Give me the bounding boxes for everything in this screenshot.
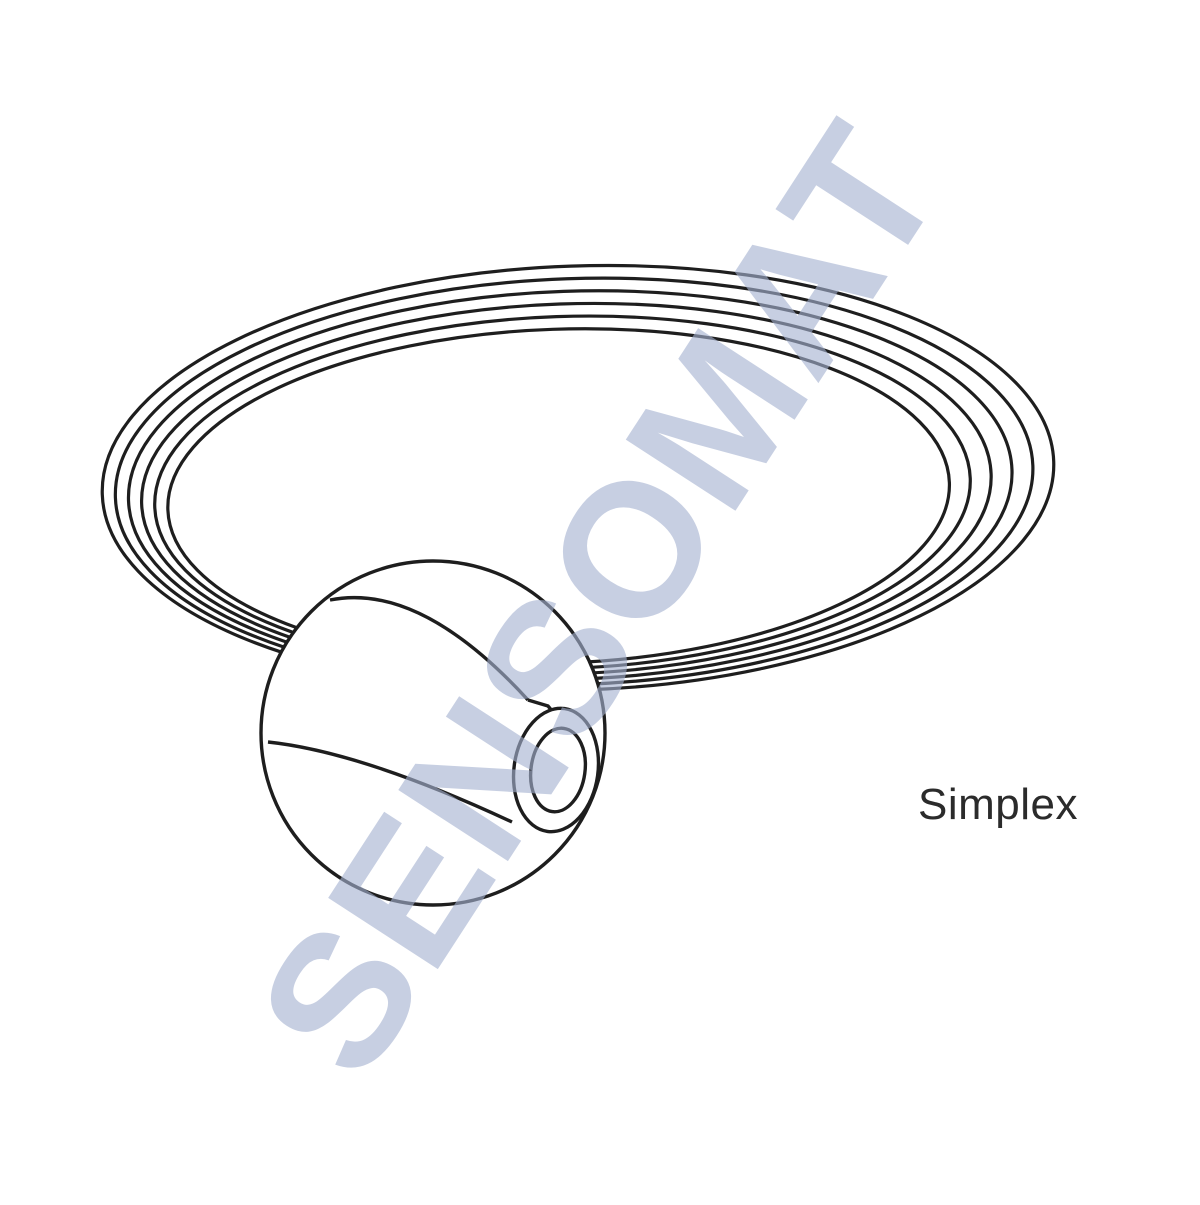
fiber-ferrule-icon bbox=[511, 698, 601, 834]
connector-ball-icon bbox=[259, 559, 607, 907]
figure-caption: Simplex bbox=[918, 780, 1078, 829]
